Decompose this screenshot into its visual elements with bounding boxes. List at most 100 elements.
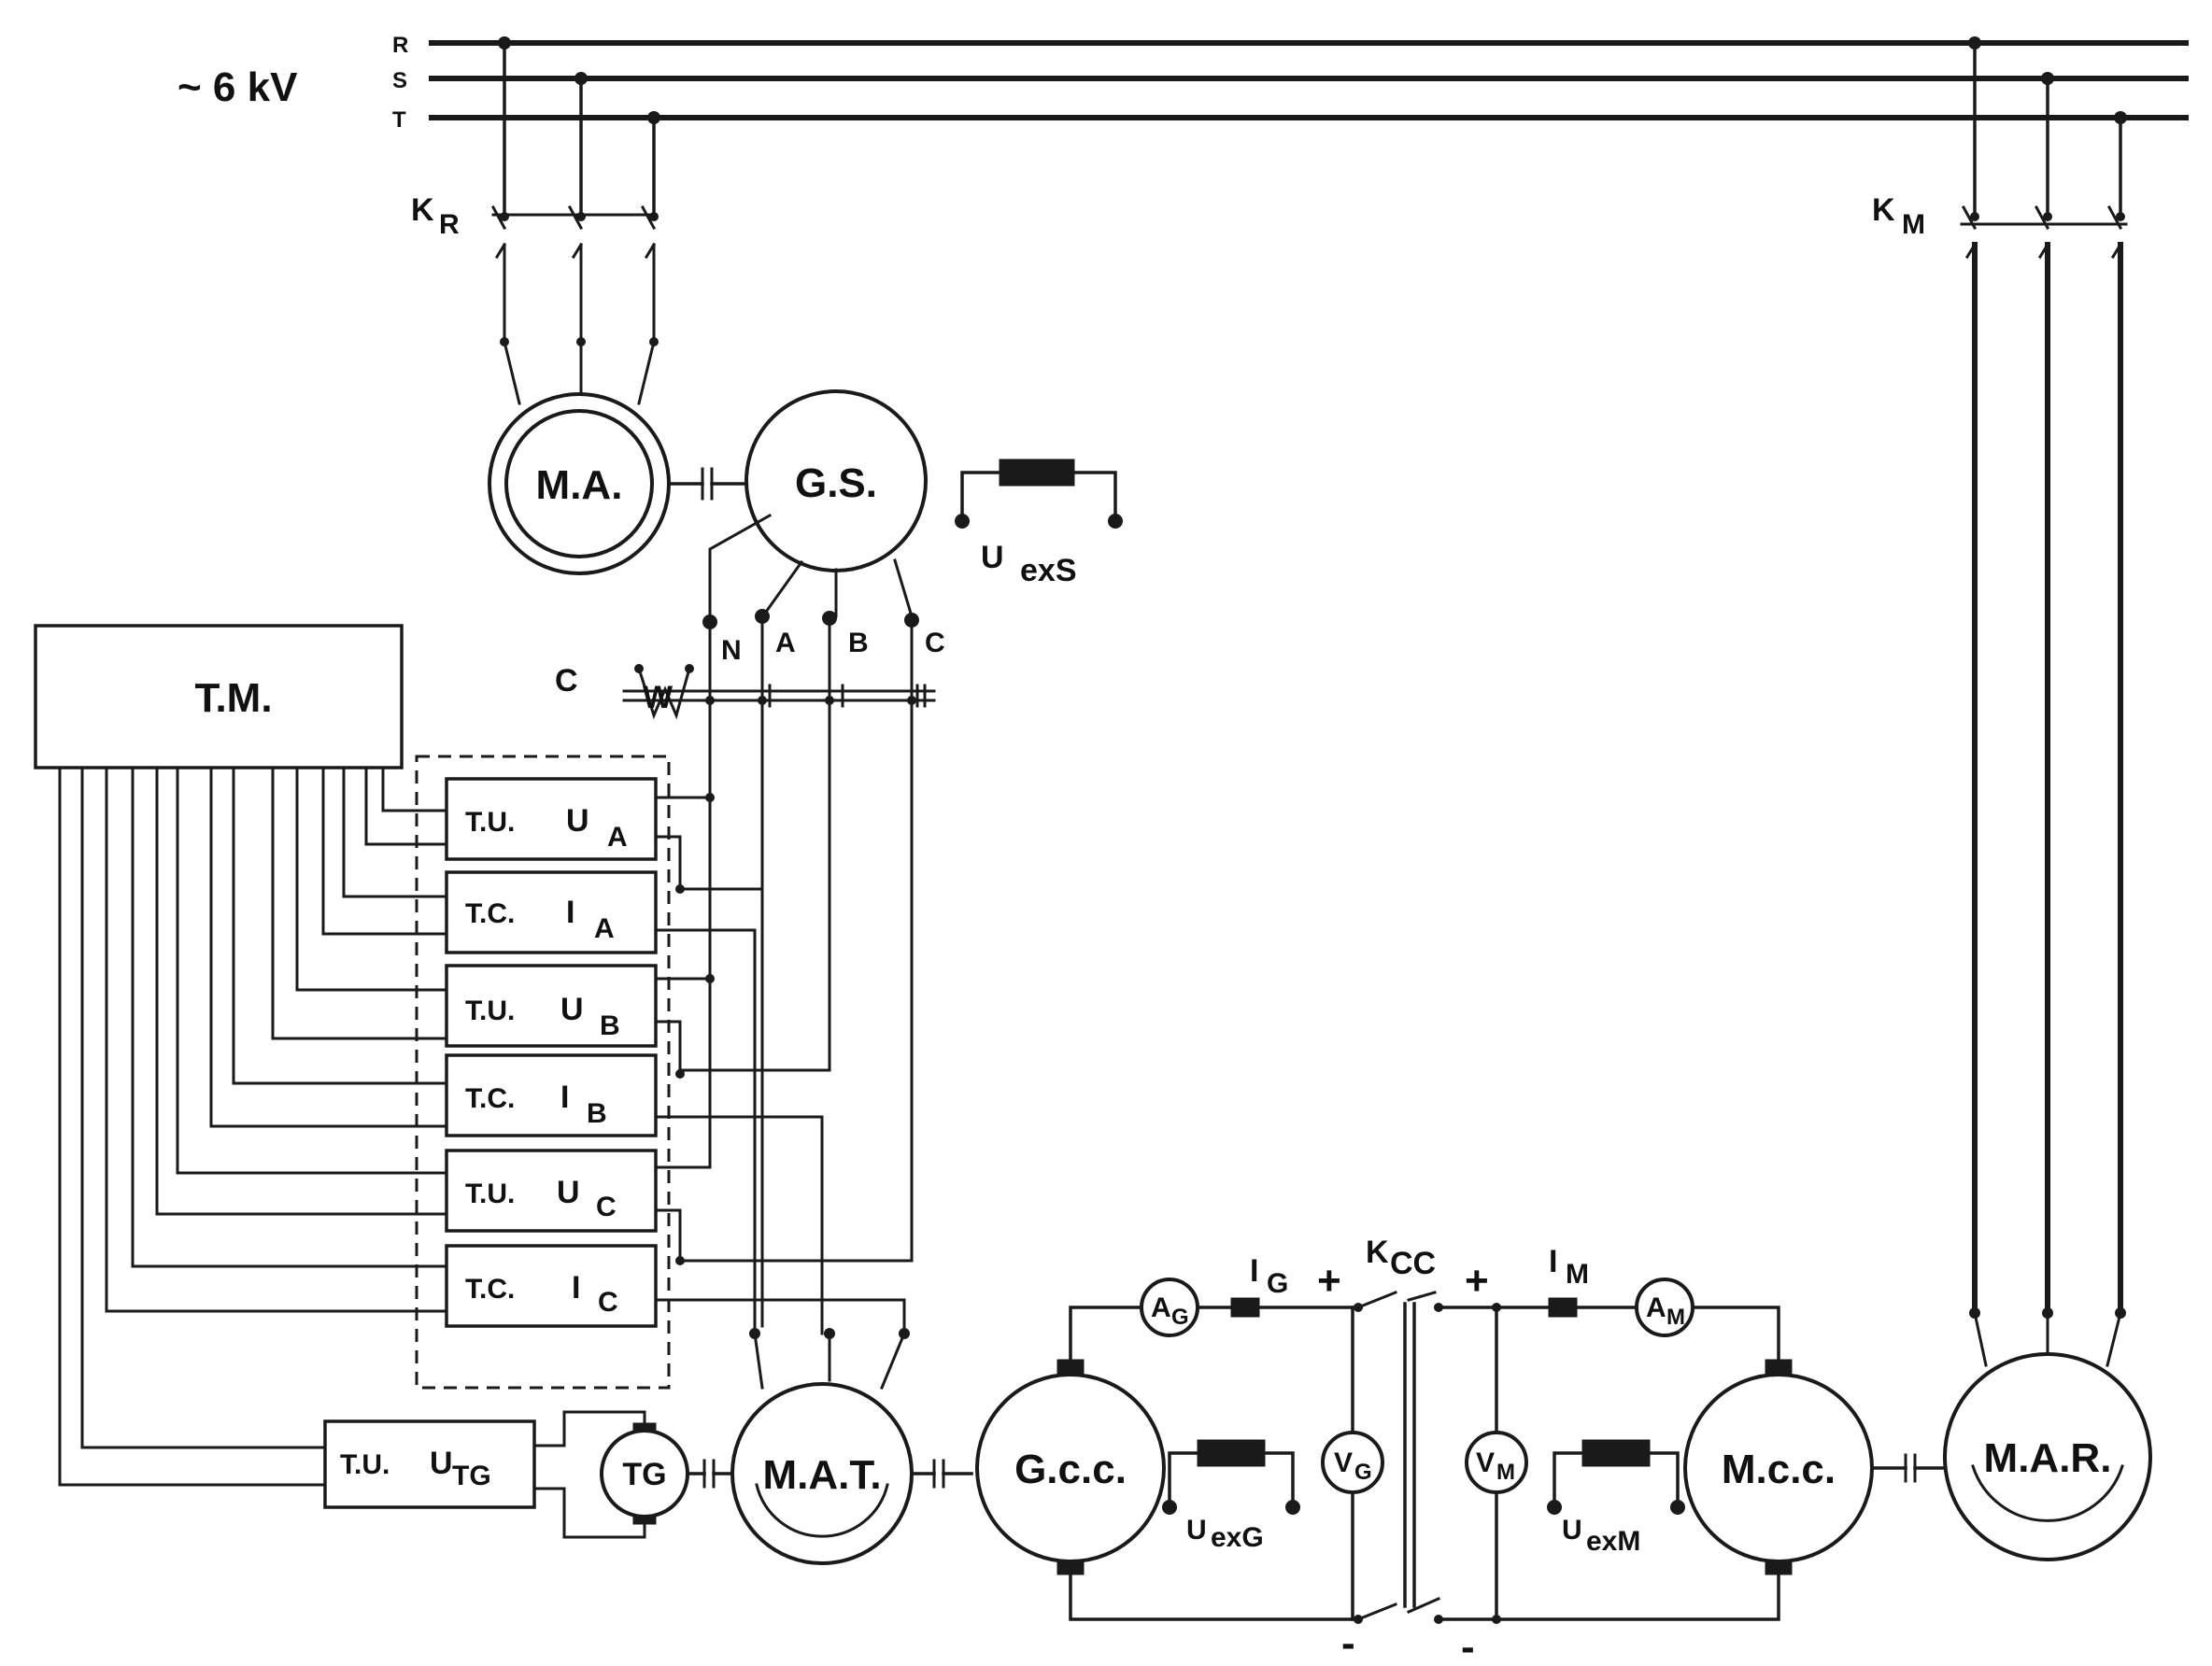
uexg-sub: exG bbox=[1211, 1522, 1264, 1553]
transducer-uc-sub: C bbox=[596, 1192, 617, 1222]
phase-label-r: R bbox=[392, 33, 408, 58]
coupling-ma-gs bbox=[667, 467, 749, 501]
km-switch-sub: M bbox=[1902, 209, 1925, 240]
transducer-ub: T.U. U B bbox=[445, 964, 658, 1048]
voltmeter-vm: V M bbox=[1465, 1431, 1528, 1494]
wattmeter-w-label: W bbox=[643, 680, 674, 715]
phase-label-t: T bbox=[392, 107, 406, 133]
transducer-ub-prefix: T.U. bbox=[465, 995, 515, 1026]
supply-voltage: ~ 6 kV bbox=[177, 64, 298, 110]
mcc-motor-label: M.c.c. bbox=[1722, 1447, 1836, 1492]
ammeter-ag-sub: G bbox=[1171, 1305, 1189, 1330]
transducer-ic-sub: C bbox=[598, 1287, 618, 1318]
gcc-generator: G.c.c. bbox=[975, 1359, 1166, 1575]
phase-label-s: S bbox=[392, 68, 407, 93]
kr-switch-sub: R bbox=[439, 209, 460, 240]
transducer-ic: T.C. I C bbox=[445, 1244, 658, 1328]
terminal-n: N bbox=[721, 635, 742, 666]
terminal-a: A bbox=[775, 628, 796, 658]
mcc-motor: M.c.c. bbox=[1683, 1359, 1947, 1575]
tm-box-label: T.M. bbox=[194, 675, 272, 721]
dc-circuit: K CC + + - - I G I M bbox=[1069, 1235, 1780, 1666]
transducer-ia-main: I bbox=[566, 895, 574, 930]
uexs-excitation: U exS bbox=[955, 459, 1123, 588]
uexm-excitation: U exM bbox=[1547, 1439, 1685, 1557]
transducer-ia: T.C. I A bbox=[445, 870, 658, 954]
current-ig-label: I bbox=[1250, 1253, 1258, 1289]
km-branch: K M bbox=[1872, 36, 2128, 1367]
supply-busbars: R S T ~ 6 kV bbox=[177, 33, 2189, 133]
mar-motor: M.A.R. bbox=[1943, 1352, 2152, 1561]
gs-terminals: N A B C bbox=[702, 513, 945, 702]
current-im-sub: M bbox=[1566, 1259, 1589, 1290]
polarity-plus-left: + bbox=[1317, 1258, 1341, 1304]
transducer-ub-sub: B bbox=[600, 1010, 620, 1041]
tm-wiring bbox=[58, 766, 448, 1487]
voltmeter-vm-sub: M bbox=[1496, 1460, 1515, 1485]
ma-motor: M.A. bbox=[488, 392, 671, 575]
gs-generator: G.S. bbox=[744, 389, 928, 572]
transducer-ua-sub: A bbox=[607, 822, 628, 853]
kcc-switch-sub: CC bbox=[1390, 1246, 1436, 1281]
mar-motor-label: M.A.R. bbox=[1984, 1435, 2112, 1481]
transducer-uc-prefix: T.U. bbox=[465, 1179, 515, 1209]
transducer-ib: T.C. I B bbox=[445, 1053, 658, 1137]
ma-motor-label: M.A. bbox=[536, 462, 623, 508]
transducer-ia-prefix: T.C. bbox=[465, 898, 515, 929]
uexm-sub: exM bbox=[1586, 1526, 1640, 1557]
transducer-uc: T.U. U C bbox=[445, 1149, 658, 1233]
ammeter-ag-main: A bbox=[1151, 1292, 1171, 1323]
mat-motor-label: M.A.T. bbox=[762, 1452, 881, 1498]
km-switch-label: K bbox=[1872, 192, 1895, 228]
terminal-c: C bbox=[925, 628, 945, 658]
transducer-ua: T.U. U A bbox=[445, 777, 658, 861]
voltmeter-vg-sub: G bbox=[1354, 1460, 1372, 1485]
transducer-ib-sub: B bbox=[587, 1098, 607, 1129]
transducer-ub-main: U bbox=[560, 992, 584, 1027]
transducer-ib-prefix: T.C. bbox=[465, 1083, 515, 1114]
mat-motor: M.A.T. bbox=[730, 1382, 973, 1565]
ammeter-am: A M bbox=[1635, 1278, 1694, 1337]
transducer-utg-main: U bbox=[430, 1446, 453, 1481]
polarity-plus-right: + bbox=[1465, 1258, 1489, 1304]
transducer-ic-main: I bbox=[572, 1270, 580, 1306]
transducer-ic-prefix: T.C. bbox=[465, 1274, 515, 1305]
gs-generator-label: G.S. bbox=[795, 460, 877, 506]
transducer-enclosure bbox=[415, 755, 671, 1390]
transducer-utg-prefix: T.U. bbox=[340, 1449, 390, 1480]
gcc-generator-label: G.c.c. bbox=[1014, 1447, 1127, 1492]
ammeter-am-main: A bbox=[1646, 1292, 1666, 1323]
voltmeter-vm-main: V bbox=[1476, 1447, 1495, 1478]
transducer-ia-sub: A bbox=[594, 913, 615, 944]
transducer-uc-main: U bbox=[557, 1175, 580, 1210]
uexs-label: U bbox=[981, 540, 1004, 575]
tachogenerator: TG bbox=[600, 1422, 734, 1525]
ammeter-am-sub: M bbox=[1666, 1305, 1685, 1330]
tm-box: T.M. bbox=[34, 624, 404, 769]
voltmeter-vg-main: V bbox=[1334, 1447, 1353, 1478]
kr-switch-label: K bbox=[411, 192, 434, 228]
terminal-b: B bbox=[848, 628, 869, 658]
transducer-utg-sub: TG bbox=[452, 1461, 491, 1491]
wattmeter-c-label: C bbox=[555, 663, 578, 699]
kcc-switch-label: K bbox=[1366, 1235, 1389, 1270]
polarity-minus-left: - bbox=[1341, 1620, 1355, 1666]
polarity-minus-right: - bbox=[1461, 1624, 1475, 1666]
wattmeter-bar: C W bbox=[555, 663, 936, 720]
transducer-ua-prefix: T.U. bbox=[465, 807, 515, 838]
phase-wiring bbox=[654, 699, 914, 1390]
current-ig-sub: G bbox=[1267, 1268, 1288, 1299]
transducer-utg: T.U. U TG bbox=[323, 1410, 646, 1539]
tachogenerator-label: TG bbox=[622, 1457, 666, 1492]
transducer-ua-main: U bbox=[566, 803, 589, 839]
uexg-label: U bbox=[1186, 1515, 1207, 1546]
uexg-excitation: U exG bbox=[1162, 1439, 1300, 1553]
kr-branch: K R bbox=[411, 36, 660, 405]
voltmeter-vg: V G bbox=[1321, 1431, 1384, 1494]
transducer-ib-main: I bbox=[560, 1080, 569, 1115]
uexm-label: U bbox=[1562, 1515, 1582, 1546]
uexs-sub: exS bbox=[1020, 553, 1077, 588]
ammeter-ag: A G bbox=[1140, 1278, 1199, 1337]
current-im-label: I bbox=[1549, 1244, 1557, 1279]
